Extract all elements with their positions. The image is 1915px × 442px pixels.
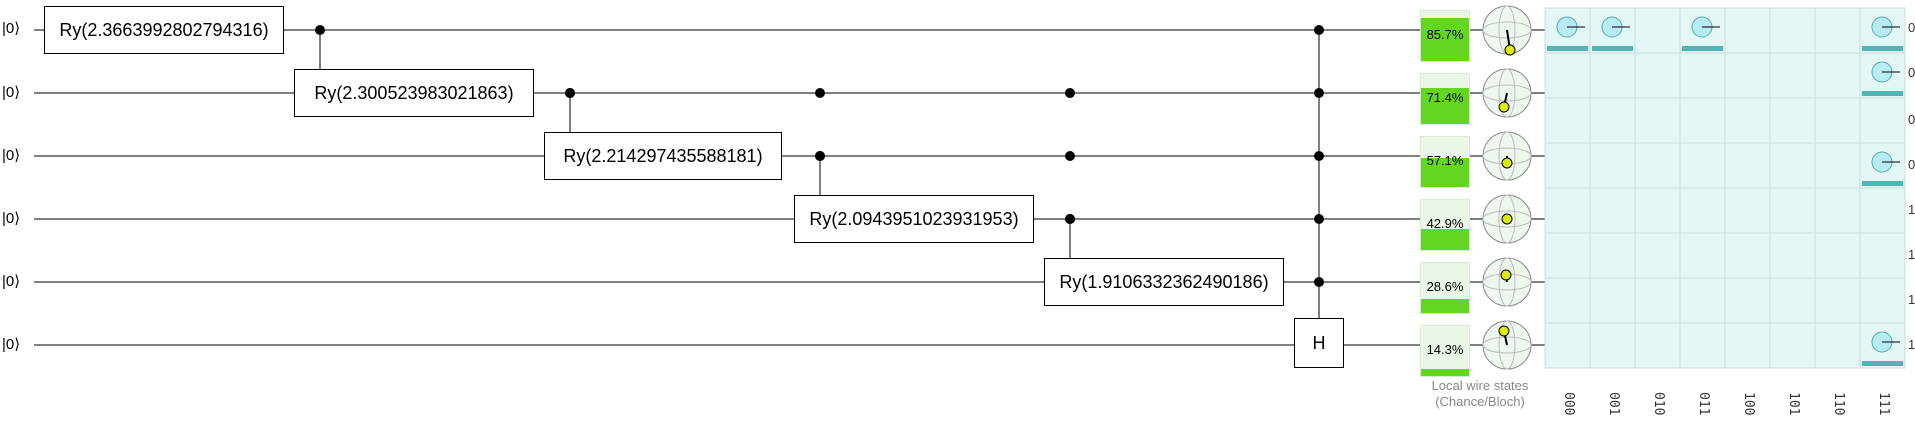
bloch-equator: [1482, 210, 1532, 228]
control-dot: [1065, 214, 1075, 224]
chance-percent: 14.3%: [1426, 342, 1464, 357]
bloch-meridian: [1498, 257, 1516, 307]
wire-initial-state: |0⟩: [2, 20, 21, 37]
chance-percent: 28.6%: [1426, 279, 1464, 294]
ry-gate[interactable]: Ry(2.214297435588181): [544, 132, 782, 180]
amplitude-column-label: 101: [1786, 392, 1801, 416]
ry-gate[interactable]: Ry(2.300523983021863): [294, 69, 534, 117]
amplitude-row-label: 0: [1908, 157, 1915, 172]
amplitude-magnitude-bar: [1862, 181, 1903, 186]
bloch-meridian: [1498, 131, 1516, 181]
chance-fill: [1421, 158, 1469, 187]
chance-display: 14.3%: [1420, 325, 1470, 377]
chance-display: 71.4%: [1420, 73, 1470, 125]
chance-display: 85.7%: [1420, 10, 1470, 62]
wire-initial-state: |0⟩: [2, 336, 21, 353]
chance-display: 42.9%: [1420, 199, 1470, 251]
chance-display: 57.1%: [1420, 136, 1470, 188]
control-dot: [815, 151, 825, 161]
chance-percent: 42.9%: [1426, 216, 1464, 231]
wire-initial-state: |0⟩: [2, 210, 21, 227]
chance-display: 28.6%: [1420, 262, 1470, 314]
wire-initial-state: |0⟩: [2, 84, 21, 101]
amplitude-magnitude-bar: [1592, 46, 1633, 51]
amplitude-magnitude-bar: [1862, 91, 1903, 96]
chance-fill: [1421, 368, 1469, 376]
bloch-meridian: [1498, 320, 1516, 370]
amplitude-row-label: 1: [1908, 292, 1915, 307]
bloch-point: [1501, 157, 1513, 169]
bloch-point: [1498, 101, 1510, 113]
bloch-equator: [1482, 21, 1532, 39]
chance-fill: [1421, 18, 1469, 61]
amplitude-row-label: 0: [1908, 20, 1915, 35]
ry-gate[interactable]: Ry(2.3663992802794316): [44, 6, 284, 54]
amplitude-column-label: 001: [1606, 392, 1621, 416]
amplitude-column-label: 010: [1651, 392, 1666, 416]
bloch-meridian: [1498, 68, 1516, 118]
control-dot: [1314, 151, 1324, 161]
control-dot: [565, 88, 575, 98]
bloch-equator: [1482, 84, 1532, 102]
local-wire-states-caption: Local wire states (Chance/Bloch): [1410, 378, 1550, 410]
control-dot: [1314, 214, 1324, 224]
control-dot: [1314, 88, 1324, 98]
chance-percent: 57.1%: [1426, 153, 1464, 168]
control-dot: [1314, 277, 1324, 287]
amplitude-column-label: 011: [1696, 392, 1711, 416]
amplitude-row-label: 1: [1908, 337, 1915, 352]
control-dot: [1065, 151, 1075, 161]
amplitude-column-label: 110: [1831, 392, 1846, 416]
bloch-point: [1500, 269, 1512, 281]
control-dot: [315, 25, 325, 35]
amplitude-row-label: 1: [1908, 202, 1915, 217]
ry-gate[interactable]: Ry(1.9106332362490186): [1044, 258, 1284, 306]
caption-line: Local wire states: [1431, 378, 1529, 393]
amplitude-magnitude-bar: [1682, 46, 1723, 51]
chance-fill: [1421, 88, 1469, 124]
bloch-point: [1504, 44, 1516, 56]
control-dot: [1065, 88, 1075, 98]
caption-line: (Chance/Bloch): [1435, 394, 1525, 409]
chance-fill: [1421, 228, 1469, 250]
amplitude-column-label: 000: [1561, 392, 1576, 416]
bloch-point: [1501, 213, 1513, 225]
wire-initial-state: |0⟩: [2, 147, 21, 164]
bloch-point: [1498, 325, 1510, 337]
amplitude-magnitude-bar: [1862, 46, 1903, 51]
amplitude-column-label: 100: [1741, 392, 1756, 416]
ry-gate[interactable]: Ry(2.0943951023931953): [794, 195, 1034, 243]
amplitude-row-label: 1: [1908, 247, 1915, 262]
chance-percent: 85.7%: [1426, 27, 1464, 42]
amplitude-magnitude-bar: [1862, 361, 1903, 366]
bloch-meridian: [1498, 194, 1516, 244]
amplitude-row-label: 0: [1908, 112, 1915, 127]
bloch-equator: [1482, 336, 1532, 354]
amplitude-column-label: 111: [1876, 392, 1891, 416]
amplitude-row-label: 0: [1908, 65, 1915, 80]
control-dot: [815, 88, 825, 98]
amplitude-magnitude-bar: [1547, 46, 1588, 51]
wire-initial-state: |0⟩: [2, 273, 21, 290]
hadamard-gate[interactable]: H: [1294, 318, 1344, 368]
control-dot: [1314, 25, 1324, 35]
chance-percent: 71.4%: [1426, 90, 1464, 105]
chance-fill: [1421, 298, 1469, 313]
